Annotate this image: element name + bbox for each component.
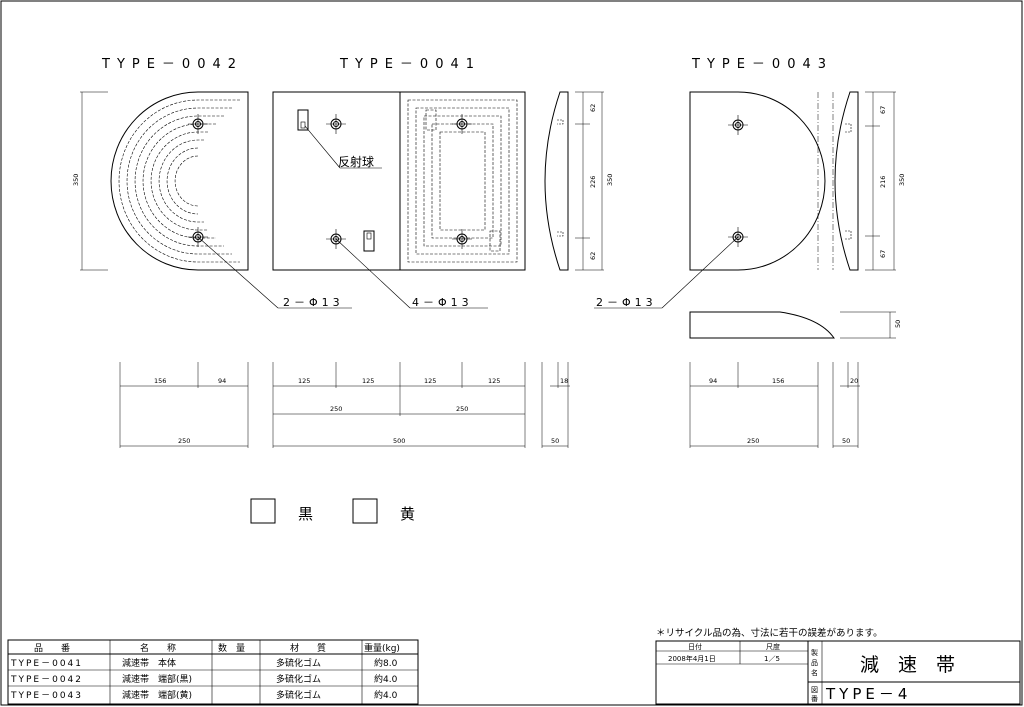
parts-header-number: 品 番 (34, 642, 70, 654)
dim-0042-w1: 156 (154, 377, 166, 385)
dim-0041-side-total: 350 (606, 174, 614, 186)
plan-view-0043 (689, 91, 826, 271)
parts-row-3-number: TYPE－0043 (10, 691, 83, 701)
dim-0043-total: 250 (747, 437, 759, 445)
callout-reflector: 反射球 (338, 154, 374, 169)
title-product-label-2: 品 (811, 659, 818, 667)
title-date-label: 日付 (688, 642, 702, 651)
dim-0041-q3: 125 (424, 377, 436, 385)
tolerance-note: ＊リサイクル品の為、寸法に若干の誤差があります。 (656, 627, 883, 639)
leader-0043: 2－Φ13 (594, 236, 739, 309)
parts-header-material: 材 質 (290, 642, 326, 654)
dims-side-0041: 18 50 (541, 362, 570, 448)
height-dim-0042: 350 (72, 91, 108, 271)
dim-0041-width: 50 (551, 437, 559, 445)
parts-row-2-name: 減速帯 端部(黒) (122, 673, 192, 685)
title-block: 日付 尺度 2008年4月1日 1／5 製 品 名 減 速 帯 図 番 TYPE… (655, 640, 1021, 705)
parts-row-1-material: 多硫化ゴム (276, 657, 321, 669)
parts-row-2-weight: 約4.0 (374, 673, 398, 685)
dim-0043-side-total: 350 (898, 174, 906, 186)
dim-0042-w2: 94 (218, 377, 226, 385)
parts-row-3-name: 減速帯 端部(黄) (122, 689, 192, 701)
view-title-0041: TYPE－0041 (339, 57, 481, 72)
leader-0041: 4－Φ13 (335, 238, 488, 309)
legend: 黒 黄 (250, 498, 415, 524)
title-product-label-1: 製 (811, 648, 818, 657)
leader-reflector: 反射球 (304, 125, 382, 169)
parts-row-1-name: 減速帯 本体 (122, 657, 176, 669)
legend-black-swatch (250, 498, 276, 524)
side-view-0043: 67 216 67 350 (817, 91, 906, 271)
dim-0041-side-c: 62 (589, 252, 597, 260)
dim-0043-width: 50 (842, 437, 850, 445)
callout-holes-0043: 2－Φ13 (596, 296, 657, 309)
dim-0041-q2: 125 (362, 377, 374, 385)
callout-holes-0041: 4－Φ13 (412, 296, 473, 309)
side-view-0041: 62 226 62 350 (544, 91, 614, 271)
parts-row-3-weight: 約4.0 (374, 689, 398, 701)
plan-view-0041 (272, 91, 526, 271)
dim-0043-w2: 156 (772, 377, 784, 385)
dims-0041: 125 125 125 125 250 250 500 (272, 362, 526, 448)
title-product-label-3: 名 (811, 668, 818, 677)
dim-0041-thick: 18 (560, 377, 568, 385)
dim-0041-h2: 250 (456, 405, 468, 413)
dim-0042-height: 350 (72, 174, 80, 186)
title-scale-label: 尺度 (766, 642, 780, 651)
parts-table: 品 番 名 称 数 量 材 質 重量(kg) TYPE－0041 減速帯 本体 … (7, 639, 419, 705)
callout-holes-0042: 2－Φ13 (283, 296, 344, 309)
parts-row-3-material: 多硫化ゴム (276, 689, 321, 701)
dims-0043: 94 156 250 (689, 362, 819, 448)
parts-row-2-number: TYPE－0042 (10, 675, 83, 685)
dim-0041-total: 500 (393, 437, 405, 445)
title-drawing-number: TYPE－4 (825, 685, 911, 703)
parts-header-qty: 数 量 (218, 642, 245, 654)
title-scale: 1／5 (764, 655, 780, 663)
legend-yellow-swatch (352, 498, 378, 524)
title-date: 2008年4月1日 (668, 654, 716, 663)
view-title-0042: TYPE－0042 (101, 57, 243, 72)
dim-0041-h1: 250 (330, 405, 342, 413)
parts-row-1-number: TYPE－0041 (10, 659, 83, 669)
legend-black-label: 黒 (298, 505, 313, 523)
elevation-view-0043: 50 (689, 311, 902, 339)
view-title-0043: TYPE－0043 (691, 57, 833, 72)
title-product-name: 減 速 帯 (860, 654, 955, 676)
parts-header-name: 名 称 (140, 642, 176, 654)
dim-0043-w1: 94 (709, 377, 717, 385)
dim-0043-elev: 50 (894, 320, 902, 328)
plan-view-0042 (110, 91, 249, 271)
dim-0042-total: 250 (178, 437, 190, 445)
dim-0043-thick: 20 (850, 377, 858, 385)
parts-row-2-material: 多硫化ゴム (276, 673, 321, 685)
title-drawing-label-2: 番 (811, 695, 818, 703)
parts-row-1-weight: 約8.0 (374, 657, 398, 669)
legend-yellow-label: 黄 (400, 505, 415, 523)
parts-header-weight: 重量(kg) (364, 642, 400, 654)
dim-0041-side-a: 62 (589, 104, 597, 112)
dim-0041-side-b: 226 (589, 176, 597, 188)
dims-0042: 156 94 250 (119, 362, 249, 448)
dim-0041-q4: 125 (488, 377, 500, 385)
dims-side-0043: 20 50 (832, 362, 860, 448)
dim-0043-side-a: 67 (879, 106, 887, 114)
dim-0043-side-c: 67 (879, 250, 887, 258)
leader-0042: 2－Φ13 (197, 236, 352, 309)
dim-0043-side-b: 216 (879, 176, 887, 188)
title-drawing-label-1: 図 (811, 686, 818, 694)
dim-0041-q1: 125 (298, 377, 310, 385)
